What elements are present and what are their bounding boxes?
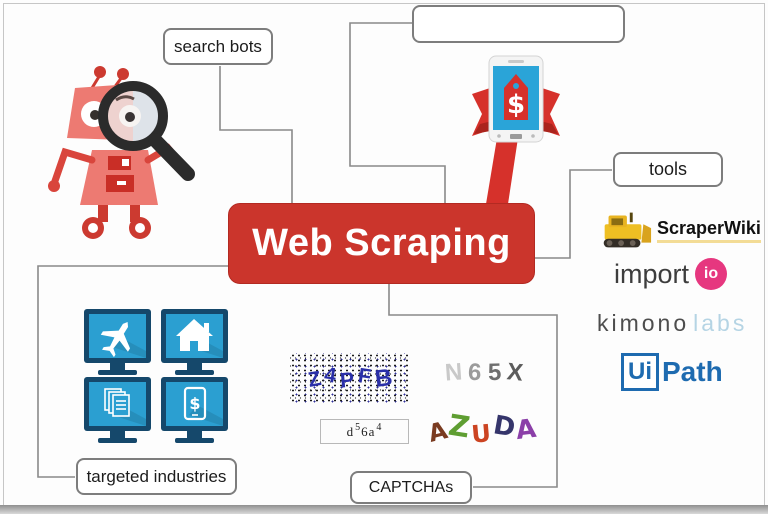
magnifying-glass-icon (98, 81, 195, 181)
tag-dollar-glyph: $ (507, 90, 525, 120)
tools-label: tools (648, 159, 688, 179)
price-tag-icon: $ (504, 74, 528, 120)
monitor-house (161, 309, 228, 375)
robot-left-arm (51, 147, 96, 185)
search-bots-label: search bots (174, 36, 262, 56)
kimonolabs-logo: kimono labs (597, 310, 747, 337)
importio-text: import (614, 258, 690, 289)
labs-text: labs (693, 310, 748, 336)
captcha-letter: A (514, 413, 539, 447)
node-targeted-industries: targeted industries (76, 458, 237, 495)
captcha-letter: B (373, 364, 394, 393)
scraperwiki-logo: ScraperWiki (595, 210, 761, 250)
house-icon (176, 319, 213, 351)
uipath-ui-box: Ui (621, 353, 659, 391)
scraperwiki-text: ScraperWiki (657, 218, 761, 243)
captcha-letter: 6 (361, 423, 369, 439)
web-scraping-banner: Web Scraping (228, 203, 535, 284)
captcha-letter: 6 (467, 358, 483, 387)
captcha-letter: Z (306, 367, 323, 392)
node-captchas: CAPTCHAs (350, 471, 472, 504)
captcha-letter: 4 (323, 363, 339, 388)
documents-icon (104, 388, 130, 417)
captcha-letter: 4 (376, 422, 382, 433)
phone-illustration: $ (472, 55, 560, 204)
importio-logo: import io (614, 258, 728, 290)
bottom-border-strip (0, 505, 768, 514)
banner-title: Web Scraping (252, 222, 511, 264)
targeted-industries-label: targeted industries (86, 466, 227, 486)
bulldozer-icon (603, 212, 652, 248)
kimono-text: kimono (597, 310, 690, 336)
captcha-gray-sample: N 6 5 X (430, 356, 538, 390)
captcha-letter: Z (446, 407, 473, 445)
captcha-letter: 5 (355, 422, 361, 433)
monitor-documents (84, 377, 151, 443)
captcha-letter: F (356, 364, 373, 389)
monitor-airplane (84, 309, 151, 375)
captcha-colorful-sample: A Z U D A (425, 407, 538, 452)
ribbon-stem (486, 138, 518, 204)
mobile-dollar-icon: $ (183, 386, 207, 421)
uipath-logo: Ui Path (621, 353, 723, 391)
captcha-letter: a (368, 423, 376, 439)
uipath-path-text: Path (662, 356, 723, 387)
captcha-letter: U (470, 419, 493, 449)
captcha-letter: 5 (487, 358, 502, 387)
robot-antennae (90, 66, 129, 89)
captcha-letter: N (443, 358, 464, 387)
robot-wheels (82, 217, 151, 239)
captcha-letter: d (346, 423, 355, 439)
monitor-dollar-glyph: $ (189, 394, 200, 413)
monitor-mobile-commerce: $ (161, 377, 228, 443)
airplane-icon (100, 322, 131, 358)
captcha-letter: X (505, 358, 525, 387)
captcha-letter: P (339, 368, 356, 393)
node-tools: tools (613, 152, 723, 187)
robot-illustration (48, 66, 195, 239)
node-top-empty (412, 5, 625, 43)
captcha-noisy-sample: Z 4 P F B (290, 353, 410, 403)
importio-io-badge: io (695, 258, 728, 290)
captcha-boxed-sample: d 5 6 a 4 (320, 419, 409, 444)
captchas-label: CAPTCHAs (368, 478, 454, 496)
node-search-bots: search bots (163, 28, 273, 65)
